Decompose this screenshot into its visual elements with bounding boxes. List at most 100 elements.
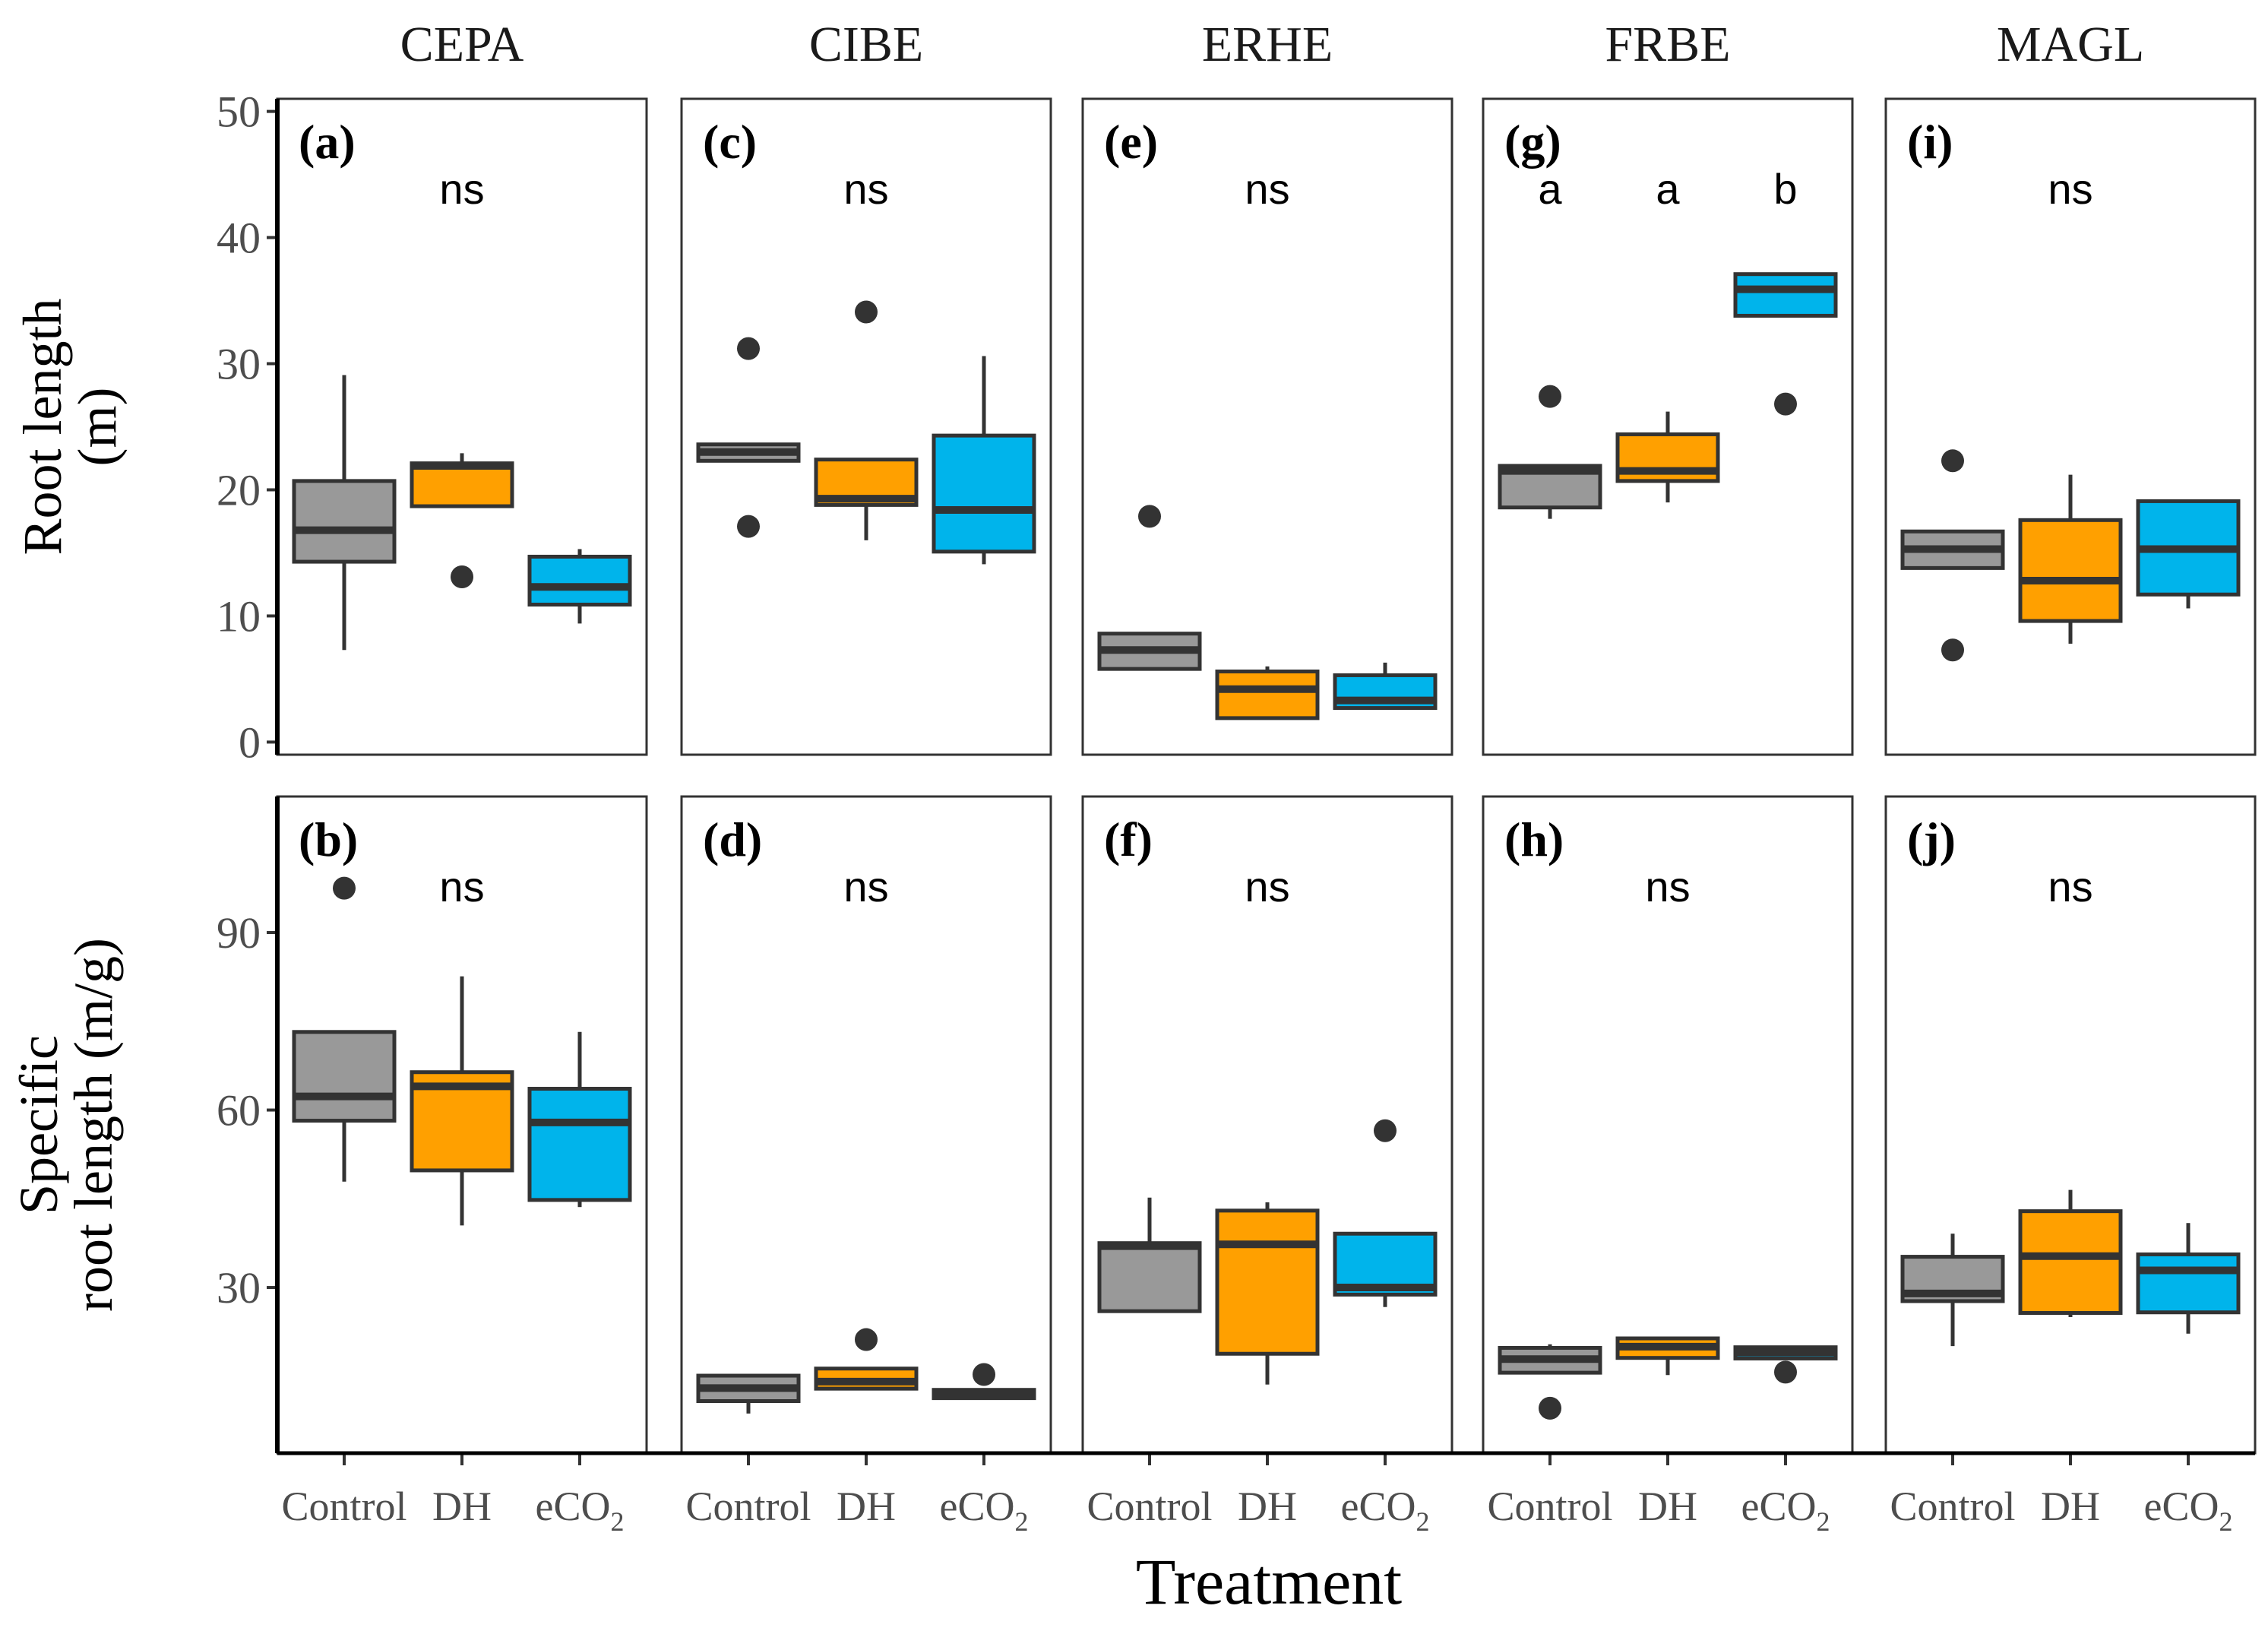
- x-tick-label: DH: [1238, 1484, 1297, 1529]
- box-iqr: [2018, 1209, 2123, 1316]
- panel-c: (c)ns: [680, 97, 1052, 756]
- outlier-point: [1539, 385, 1561, 408]
- outlier-point: [973, 1363, 995, 1386]
- significance-label: a: [1656, 165, 1680, 213]
- x-tick-label: Control: [281, 1484, 406, 1529]
- significance-label: ns: [439, 863, 484, 911]
- box-dh: [410, 976, 514, 1226]
- x-tick-label: eCO2: [536, 1484, 625, 1537]
- outlier-point: [1774, 1360, 1797, 1384]
- significance-label: ns: [2048, 863, 2092, 911]
- box-eco2: [1333, 662, 1438, 711]
- box-control: [696, 337, 801, 538]
- x-tick-label: Control: [1890, 1484, 2015, 1529]
- outlier-point: [1774, 392, 1797, 416]
- y-axis-title: root length (m/g): [63, 938, 124, 1312]
- outlier-point: [855, 1328, 878, 1351]
- box-eco2: [2136, 1223, 2241, 1334]
- y-tick-label: 10: [217, 591, 261, 641]
- panel-label: (b): [299, 812, 358, 866]
- species-header-cepa: CEPA: [400, 17, 524, 72]
- species-header-cibe: CIBE: [809, 17, 923, 72]
- x-tick-label: eCO2: [1741, 1484, 1830, 1537]
- panel-e: (e) ns: [1081, 97, 1453, 756]
- box-control: [292, 375, 397, 651]
- x-tick-label: Control: [1487, 1484, 1612, 1529]
- box-iqr: [1733, 272, 1838, 318]
- outlier-point: [1374, 1119, 1397, 1142]
- box-dh: [814, 1328, 919, 1391]
- x-tick-label: Control: [685, 1484, 811, 1529]
- y-tick-label: 30: [217, 340, 261, 389]
- significance-label: ns: [843, 863, 888, 911]
- x-tick-label: eCO2: [940, 1484, 1029, 1537]
- box-iqr: [1215, 1208, 1320, 1356]
- box-iqr: [1215, 669, 1320, 720]
- outlier-point: [1138, 505, 1161, 528]
- box-control: [1900, 449, 2005, 662]
- box-control: [1900, 1234, 2005, 1347]
- y-tick-label: 60: [217, 1086, 261, 1135]
- y-tick-label: 30: [217, 1263, 261, 1313]
- box-iqr: [292, 479, 397, 564]
- box-iqr: [1097, 1241, 1202, 1313]
- box-control: [1498, 385, 1602, 519]
- outlier-point: [1941, 449, 1964, 473]
- x-tick-label: eCO2: [2144, 1484, 2233, 1537]
- box-dh: [410, 453, 514, 588]
- box-iqr: [292, 1030, 397, 1123]
- panel-label: (c): [703, 115, 757, 169]
- panel-border: [680, 97, 1052, 756]
- box-eco2: [527, 549, 632, 624]
- box-iqr: [527, 1087, 632, 1202]
- x-tick-label-subscript: 2: [1816, 1506, 1830, 1537]
- x-tick-label: eCO2: [1341, 1484, 1430, 1537]
- box-iqr: [410, 461, 514, 508]
- outlier-point: [737, 337, 760, 360]
- outlier-point: [737, 515, 760, 538]
- outlier-point: [1941, 638, 1964, 662]
- box-iqr: [2136, 1252, 2241, 1315]
- species-header-frbe: FRBE: [1605, 17, 1730, 72]
- box-eco2: [1733, 1345, 1838, 1384]
- panel-border: [1081, 97, 1453, 756]
- box-control: [1498, 1344, 1602, 1420]
- y-tick-label: 50: [217, 87, 261, 137]
- box-eco2: [932, 356, 1036, 565]
- significance-label: ns: [2048, 165, 2092, 213]
- significance-label: b: [1773, 165, 1797, 213]
- panel-border: [1884, 97, 2257, 756]
- x-tick-label: DH: [837, 1484, 896, 1529]
- significance-label: ns: [1245, 165, 1289, 213]
- x-tick-label-subscript: 2: [2219, 1506, 2232, 1537]
- y-axis-title: (m): [67, 388, 128, 467]
- panel-label: (e): [1104, 115, 1158, 169]
- box-iqr: [2018, 518, 2123, 623]
- panel-label: (h): [1504, 812, 1564, 866]
- outlier-point: [855, 300, 878, 324]
- panel-label: (f): [1104, 812, 1153, 866]
- x-tick-label: DH: [2041, 1484, 2100, 1529]
- box-dh: [1215, 666, 1320, 720]
- box-iqr: [527, 554, 632, 607]
- y-axis-title: Root length: [12, 299, 73, 556]
- outlier-point: [451, 565, 473, 588]
- box-control: [696, 1373, 801, 1414]
- box-dh: [814, 300, 919, 540]
- x-tick-label: DH: [432, 1484, 492, 1529]
- y-axis-title: Specific: [8, 1035, 69, 1215]
- panel-border: [1482, 97, 1854, 756]
- x-axis-title: Treatment: [1136, 1545, 1402, 1618]
- box-eco2: [527, 1031, 632, 1208]
- box-dh: [1615, 1336, 1720, 1376]
- significance-label: a: [1538, 165, 1562, 213]
- x-tick-label-subscript: 2: [610, 1506, 624, 1537]
- box-control: [1097, 505, 1202, 671]
